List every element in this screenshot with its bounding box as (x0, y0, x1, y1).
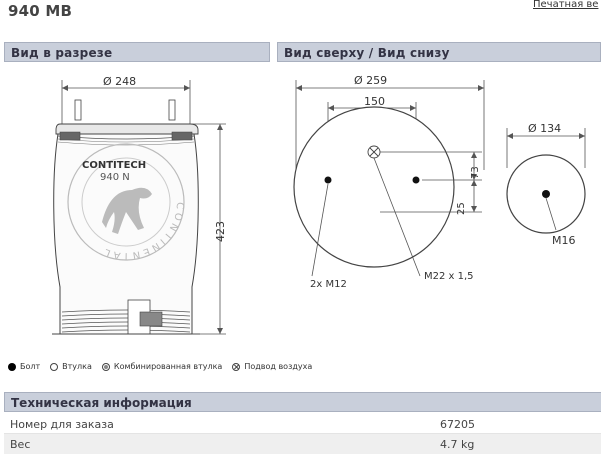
product-title: 940 MB (8, 2, 73, 20)
top-view-drawing: Ø 259 150 73 25 2x M12 M22 x 1,5 (293, 74, 485, 290)
piston-rings (61, 309, 191, 333)
legend-sleeve: Втулка (50, 362, 92, 371)
diameter-248-label: Ø 248 (103, 75, 136, 88)
tech-info-row: Номер для заказа 67205 (4, 414, 601, 434)
legend-air-inlet: Подвод воздуха (232, 362, 312, 371)
bolt-symbol (412, 176, 420, 184)
tech-info-row: Вес 4.7 kg (4, 434, 601, 454)
continental-logo: CONTINENTAL CONTITECH 940 N (67, 143, 185, 261)
cross-section-header: Вид в разрезе (4, 42, 270, 62)
tech-info-header: Техническая информация (4, 392, 601, 412)
diameter-259-label: Ø 259 (354, 74, 387, 87)
sleeve-icon (50, 362, 59, 371)
air-inlet-m22-label: M22 x 1,5 (424, 271, 474, 282)
weight-value: 4.7 kg (440, 438, 475, 451)
bottom-view-drawing: Ø 134 M16 (506, 122, 586, 247)
horse-emblem (102, 187, 152, 234)
bolt-icon (8, 362, 16, 371)
top-plate-outline (293, 106, 455, 268)
weight-label: Вес (10, 438, 31, 451)
height-423-label: 423 (214, 221, 227, 242)
offset-25-label: 25 (456, 202, 467, 215)
bolt-symbol (324, 176, 332, 184)
print-version-link[interactable]: Печатная ве (533, 0, 599, 10)
air-inlet-icon (232, 362, 241, 371)
air-connector (139, 311, 163, 327)
top-bottom-view-header: Вид сверху / Вид снизу (277, 42, 601, 62)
combined-sleeve-icon (101, 362, 110, 371)
top-stud (168, 99, 176, 121)
symbol-legend: Болт Втулка Комбинированная втулка Подво… (8, 362, 312, 371)
bolt-spacing-150-label: 150 (364, 95, 385, 108)
logo-model: 940 N (100, 172, 130, 183)
offset-73-label: 73 (470, 166, 481, 179)
diameter-134-label: Ø 134 (528, 122, 561, 135)
bolt-symbol (542, 190, 550, 198)
logo-brand: CONTITECH (82, 160, 146, 171)
cross-section-drawing: Ø 248 CONTINENTAL CONTITECH 940 N 423 (52, 75, 227, 335)
bolts-m12-label: 2x M12 (310, 279, 347, 290)
legend-bolt: Болт (8, 362, 40, 371)
order-number-label: Номер для заказа (10, 418, 114, 431)
order-number-value: 67205 (440, 418, 475, 431)
legend-combined-sleeve: Комбинированная втулка (101, 362, 222, 371)
top-stud (74, 99, 82, 121)
thread-m16-label: M16 (552, 234, 576, 247)
